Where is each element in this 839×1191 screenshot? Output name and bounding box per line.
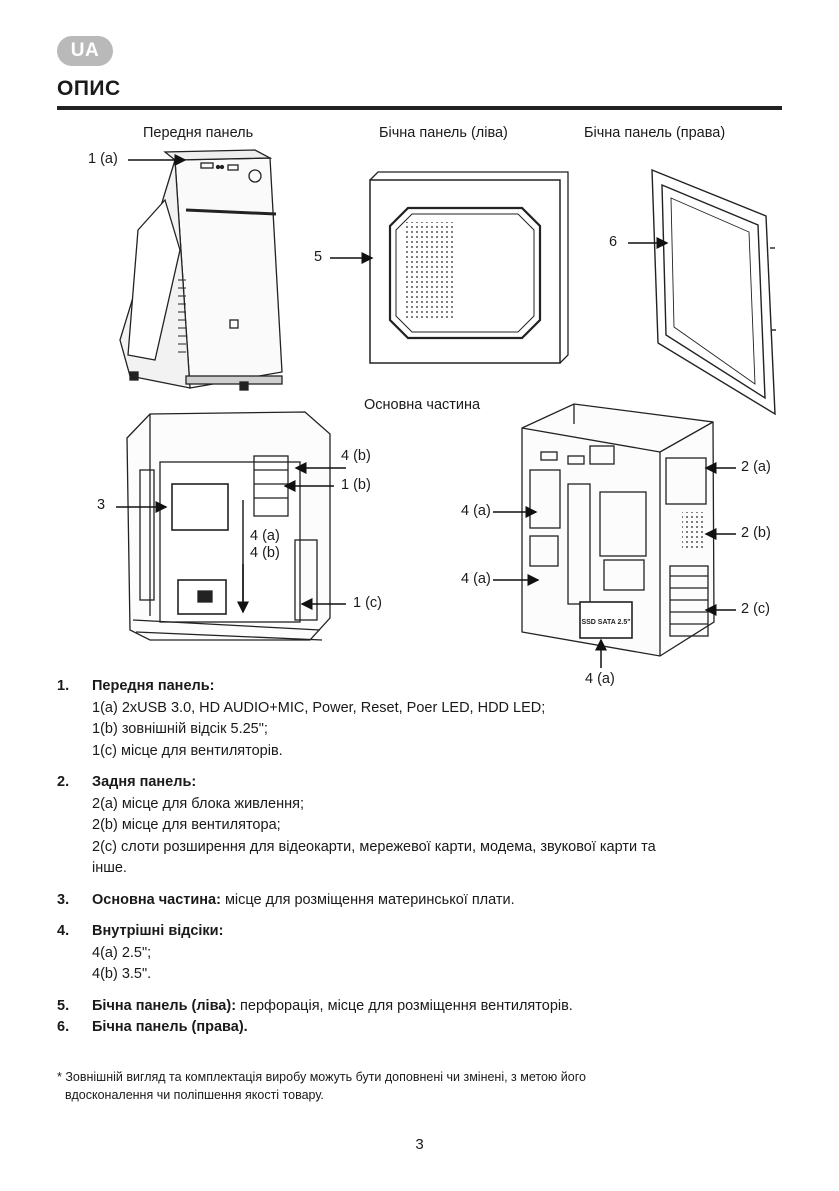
item-number: 6. [57, 1019, 70, 1035]
list-item: 2. Задня панель: 2(a) місце для блока жи… [57, 772, 782, 880]
item-text: перфорація, місце для розміщення вентиля… [236, 997, 573, 1014]
callout-4a-rear-bottom: 4 (a) [585, 671, 615, 687]
callout-4b-top: 4 (b) [341, 448, 371, 464]
item-line: 1(a) 2xUSB 3.0, HD AUDIO+MIC, Power, Res… [92, 699, 546, 716]
list-item: 4. Внутрішні відсіки: 4(a) 2.5"; 4(b) 3.… [57, 921, 782, 986]
item-line: 2(b) місце для вентилятора; [92, 817, 281, 833]
item-title: Передня панель: [92, 678, 215, 694]
case-illustrations: SSD SATA 2.5" [116, 149, 776, 668]
left-side-panel-caption: Бічна панель (ліва) [379, 125, 508, 141]
page-number: 3 [415, 1136, 424, 1153]
list-item: 5. Бічна панель (ліва): перфорація, місц… [57, 996, 782, 1018]
main-part-caption: Основна частина [364, 397, 481, 413]
callout-2a: 2 (a) [741, 459, 771, 475]
item-number: 5. [57, 997, 70, 1014]
item-line: інше. [92, 860, 127, 876]
ssd-tray-label: SSD SATA 2.5" [581, 619, 630, 626]
title-divider [57, 106, 782, 110]
footnote-line: * Зовнішній вигляд та комплектація вироб… [57, 1070, 586, 1084]
item-title: Задня панель: [92, 774, 197, 790]
callout-3: 3 [97, 497, 106, 513]
footnote-line: вдосконалення чи поліпшення якості товар… [65, 1088, 324, 1102]
list-item: 1. Передня панель: 1(a) 2xUSB 3.0, HD AU… [57, 676, 782, 762]
callout-6: 6 [609, 234, 618, 250]
right-side-panel-caption: Бічна панель (права) [584, 125, 726, 141]
callout-1b: 1 (b) [341, 477, 371, 493]
item-number: 4. [57, 923, 70, 939]
rear-case-drawing [521, 403, 715, 657]
interior-case-drawing [126, 411, 331, 641]
callout-1a-front: 1 (a) [88, 151, 118, 167]
item-title: Внутрішні відсіки: [92, 923, 224, 939]
callout-4a-rear-top: 4 (a) [461, 503, 491, 519]
item-number: 3. [57, 891, 70, 908]
callout-4b-inner: 4 (b) [250, 545, 280, 561]
item-title: Бічна панель (права). [92, 1019, 248, 1035]
footnote: * Зовнішній вигляд та комплектація вироб… [57, 1068, 782, 1104]
description-list: 1. Передня панель: 1(a) 2xUSB 3.0, HD AU… [57, 676, 782, 1039]
figures-area: SSD SATA 2.5" Передня панель Бічна панел… [88, 125, 776, 687]
left-panel-drawing [369, 171, 569, 364]
callout-4a-rear-mid: 4 (a) [461, 571, 491, 587]
callout-4a-inner: 4 (a) [250, 528, 280, 544]
front-panel-caption: Передня панель [143, 125, 254, 141]
callout-1c: 1 (c) [353, 595, 382, 611]
item-number: 2. [57, 774, 70, 790]
right-panel-drawing [651, 168, 776, 416]
callout-2c: 2 (c) [741, 601, 770, 617]
callout-5: 5 [314, 249, 323, 265]
item-number: 1. [57, 678, 70, 694]
item-line: 4(a) 2.5"; [92, 944, 152, 961]
item-title: Основна частина: [92, 891, 221, 908]
item-text: місце для розміщення материнської плати. [220, 891, 515, 908]
callout-2b: 2 (b) [741, 525, 771, 541]
item-line: 2(a) місце для блока живлення; [92, 795, 304, 812]
language-badge: UA [57, 36, 113, 66]
item-line: 1(b) зовнішній відсік 5.25"; [92, 721, 268, 737]
page-title: ОПИС [57, 77, 121, 100]
item-line: 4(b) 3.5". [92, 966, 152, 982]
list-item: 3. Основна частина: місце для розміщення… [57, 890, 782, 912]
item-title: Бічна панель (ліва): [92, 997, 237, 1014]
list-item: 6. Бічна панель (права). [57, 1017, 782, 1039]
item-line: 2(c) слоти розширення для відеокарти, ме… [92, 838, 656, 855]
item-line: 1(c) місце для вентиляторів. [92, 742, 283, 759]
front-case-drawing [119, 149, 283, 391]
